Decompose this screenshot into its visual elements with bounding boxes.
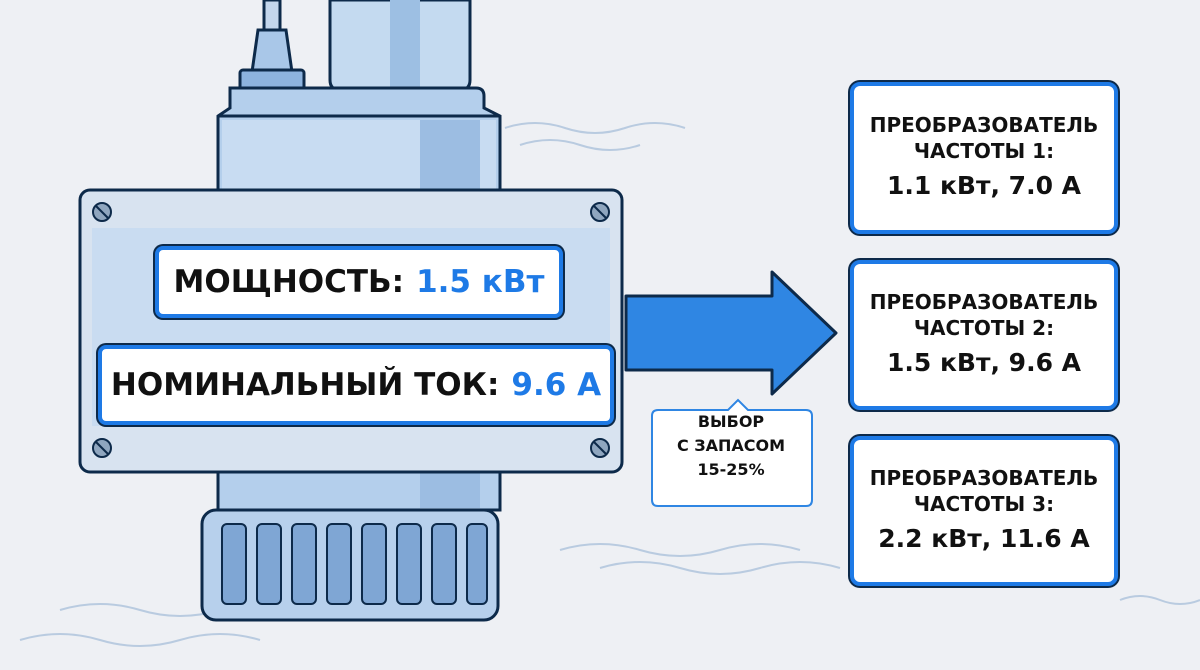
converter-subtitle: ЧАСТОТЫ 1: (913, 139, 1055, 163)
nameplate (78, 188, 624, 474)
selection-arrow-icon (624, 270, 838, 396)
selection-note-line: ВЫБОР (697, 412, 765, 431)
converter-spec: 2.2 кВт, 11.6 А (878, 524, 1090, 553)
power-value: 1.5 кВт (416, 264, 545, 300)
converter-card-3: ПРЕОБРАЗОВАТЕЛЬ ЧАСТОТЫ 3: 2.2 кВт, 11.6… (850, 436, 1118, 586)
converter-title: ПРЕОБРАЗОВАТЕЛЬ (869, 113, 1099, 137)
current-label: НОМИНАЛЬНЫЙ ТОК: (110, 367, 500, 403)
screw-icon (590, 202, 610, 222)
power-label: МОЩНОСТЬ: (173, 264, 405, 300)
selection-note-callout (651, 398, 813, 507)
pump-cable (238, 0, 306, 92)
converter-spec: 1.5 кВт, 9.6 А (886, 348, 1082, 377)
rated-current-box: НОМИНАЛЬНЫЙ ТОК: 9.6 А (98, 345, 614, 425)
pump-base (200, 508, 500, 622)
screw-icon (92, 438, 112, 458)
selection-note-line: 15-25% (697, 460, 765, 479)
pump-upper-tube (328, 0, 472, 92)
selection-note: ВЫБОР С ЗАПАСОМ 15-25% (654, 410, 808, 482)
converter-title: ПРЕОБРАЗОВАТЕЛЬ (869, 290, 1099, 314)
converter-subtitle: ЧАСТОТЫ 2: (913, 316, 1055, 340)
converter-spec: 1.1 кВт, 7.0 А (886, 171, 1082, 200)
converter-subtitle: ЧАСТОТЫ 3: (913, 492, 1055, 516)
converter-card-1: ПРЕОБРАЗОВАТЕЛЬ ЧАСТОТЫ 1: 1.1 кВт, 7.0 … (850, 82, 1118, 234)
selection-note-line: С ЗАПАСОМ (676, 436, 786, 455)
current-value: 9.6 А (511, 367, 602, 403)
converter-title: ПРЕОБРАЗОВАТЕЛЬ (869, 466, 1099, 490)
converter-card-2: ПРЕОБРАЗОВАТЕЛЬ ЧАСТОТЫ 2: 1.5 кВт, 9.6 … (850, 260, 1118, 410)
screw-icon (590, 438, 610, 458)
water-waves (19, 122, 1200, 647)
screw-icon (92, 202, 112, 222)
power-rating-box: МОЩНОСТЬ: 1.5 кВт (155, 246, 563, 318)
